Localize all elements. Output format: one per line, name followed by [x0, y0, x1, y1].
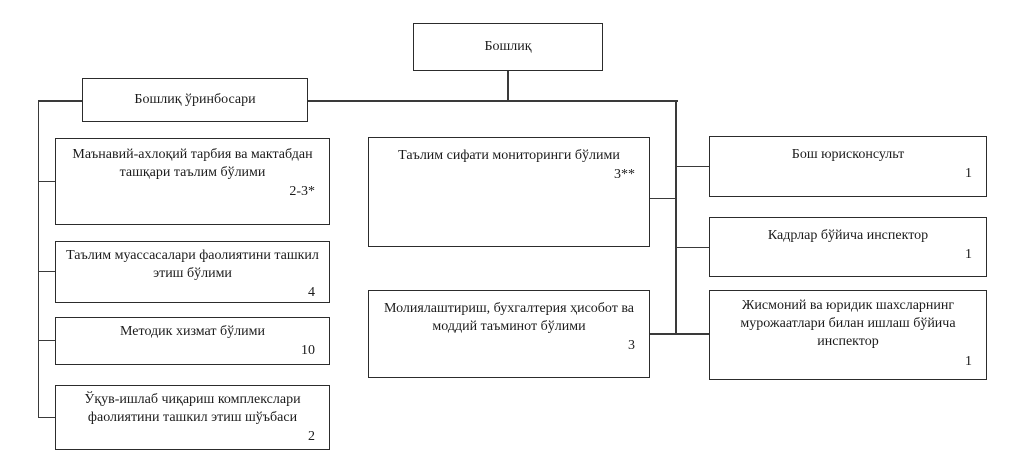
node-spiritual-education-dept: Маънавий-ахлоқий тарбия ва мактабдан таш… — [55, 138, 330, 225]
connector-deputy-left-link — [38, 100, 82, 102]
node-label: Таълим сифати мониторинги бўлими — [398, 148, 620, 163]
node-staff-count: 1 — [965, 353, 972, 369]
node-deputy-head: Бошлиқ ўринбосари — [82, 78, 308, 122]
node-applications-inspector: Жисмоний ва юридик шахсларнинг мурожаатл… — [709, 290, 987, 380]
connector-stub-monitoring — [650, 198, 675, 199]
node-chief-legal-counsel: Бош юрисконсульт 1 — [709, 136, 987, 197]
connector-left-stub-4 — [38, 417, 55, 418]
connector-left-rail — [38, 100, 39, 418]
node-label: Бошлиқ — [484, 38, 532, 54]
node-methodical-service-dept: Методик хизмат бўлими 10 — [55, 317, 330, 365]
connector-left-stub-1 — [38, 181, 55, 182]
connector-right-rail — [675, 100, 677, 335]
connector-stub-chief-legal — [677, 166, 709, 167]
connector-finance-applications — [650, 333, 709, 335]
connector-left-stub-3 — [38, 340, 55, 341]
node-staff-count: 3** — [614, 167, 635, 183]
node-staff-count: 10 — [301, 343, 315, 359]
node-label: Жисмоний ва юридик шахсларнинг мурожаатл… — [740, 298, 956, 350]
node-label: Бош юрисконсульт — [791, 147, 905, 162]
node-staff-count: 4 — [308, 285, 315, 301]
node-staff-count: 1 — [965, 166, 972, 182]
node-education-quality-monitoring-dept: Таълим сифати мониторинги бўлими 3** — [368, 137, 650, 247]
node-label: Молиялаштириш, бухгалтерия ҳисобот ва мо… — [383, 301, 635, 335]
node-hr-inspector: Кадрлар бўйича инспектор 1 — [709, 217, 987, 277]
connector-root-drop — [507, 71, 509, 101]
node-finance-accounting-dept: Молиялаштириш, бухгалтерия ҳисобот ва мо… — [368, 290, 650, 378]
node-label: Кадрлар бўйича инспектор — [767, 228, 929, 243]
node-label: Методик хизмат бўлими — [120, 324, 265, 339]
connector-main-horizontal — [308, 100, 678, 102]
node-label: Бошлиқ ўринбосари — [134, 91, 256, 107]
node-staff-count: 1 — [965, 247, 972, 263]
node-head: Бошлиқ — [413, 23, 603, 71]
connector-stub-hr-inspector — [677, 247, 709, 248]
node-institution-activity-dept: Таълим муассасалари фаолиятини ташкил эт… — [55, 241, 330, 303]
node-label: Маънавий-ахлоқий тарбия ва мактабдан таш… — [72, 147, 313, 181]
node-training-production-complex-dept: Ўқув-ишлаб чиқариш комплекслари фаолияти… — [55, 385, 330, 450]
node-label: Таълим муассасалари фаолиятини ташкил эт… — [66, 248, 319, 282]
connector-left-stub-2 — [38, 271, 55, 272]
node-staff-count: 2 — [308, 429, 315, 445]
node-label: Ўқув-ишлаб чиқариш комплекслари фаолияти… — [84, 392, 301, 426]
node-staff-count: 3 — [628, 338, 635, 354]
node-staff-count: 2-3* — [289, 184, 315, 200]
